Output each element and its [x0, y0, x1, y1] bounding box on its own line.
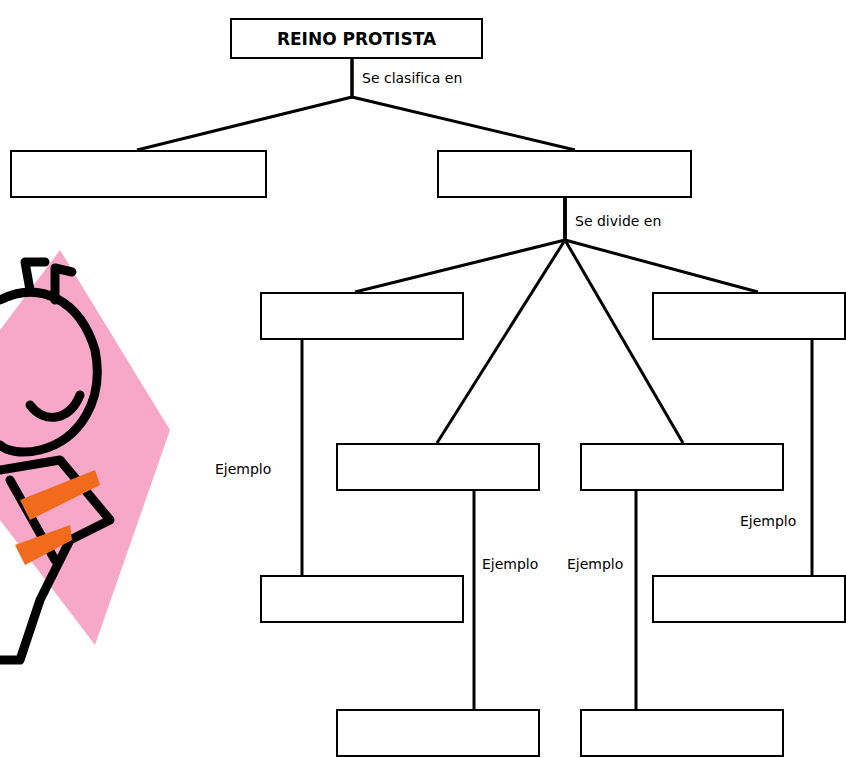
concept-box	[580, 709, 784, 757]
concept-box	[336, 443, 540, 491]
edge-label: Se divide en	[573, 212, 663, 230]
concept-box	[10, 150, 267, 198]
connector-line	[473, 491, 476, 709]
connector-line	[301, 340, 304, 575]
edge-label: Ejemplo	[213, 460, 273, 478]
concept-box	[437, 150, 692, 198]
concept-box	[260, 292, 464, 340]
connector-line	[565, 198, 758, 292]
connector-line	[137, 59, 352, 150]
connector-line	[352, 59, 575, 150]
edge-label: Ejemplo	[738, 512, 798, 530]
edge-label: Ejemplo	[565, 555, 625, 573]
connector-line	[355, 198, 565, 292]
connector-line	[811, 340, 814, 575]
concept-box	[652, 292, 846, 340]
title-box: REINO PROTISTA	[230, 18, 483, 59]
pink-shape	[0, 250, 170, 645]
concept-box	[260, 575, 464, 623]
edge-label: Ejemplo	[480, 555, 540, 573]
cartoon-figure	[0, 262, 110, 660]
orange-stripe	[15, 525, 72, 565]
concept-box	[580, 443, 784, 491]
concept-box	[336, 709, 540, 757]
edge-label: Se clasifica en	[360, 69, 464, 87]
node-text: REINO PROTISTA	[277, 29, 436, 49]
connector-line	[635, 491, 638, 709]
orange-stripe	[20, 470, 100, 520]
concept-box	[652, 575, 846, 623]
